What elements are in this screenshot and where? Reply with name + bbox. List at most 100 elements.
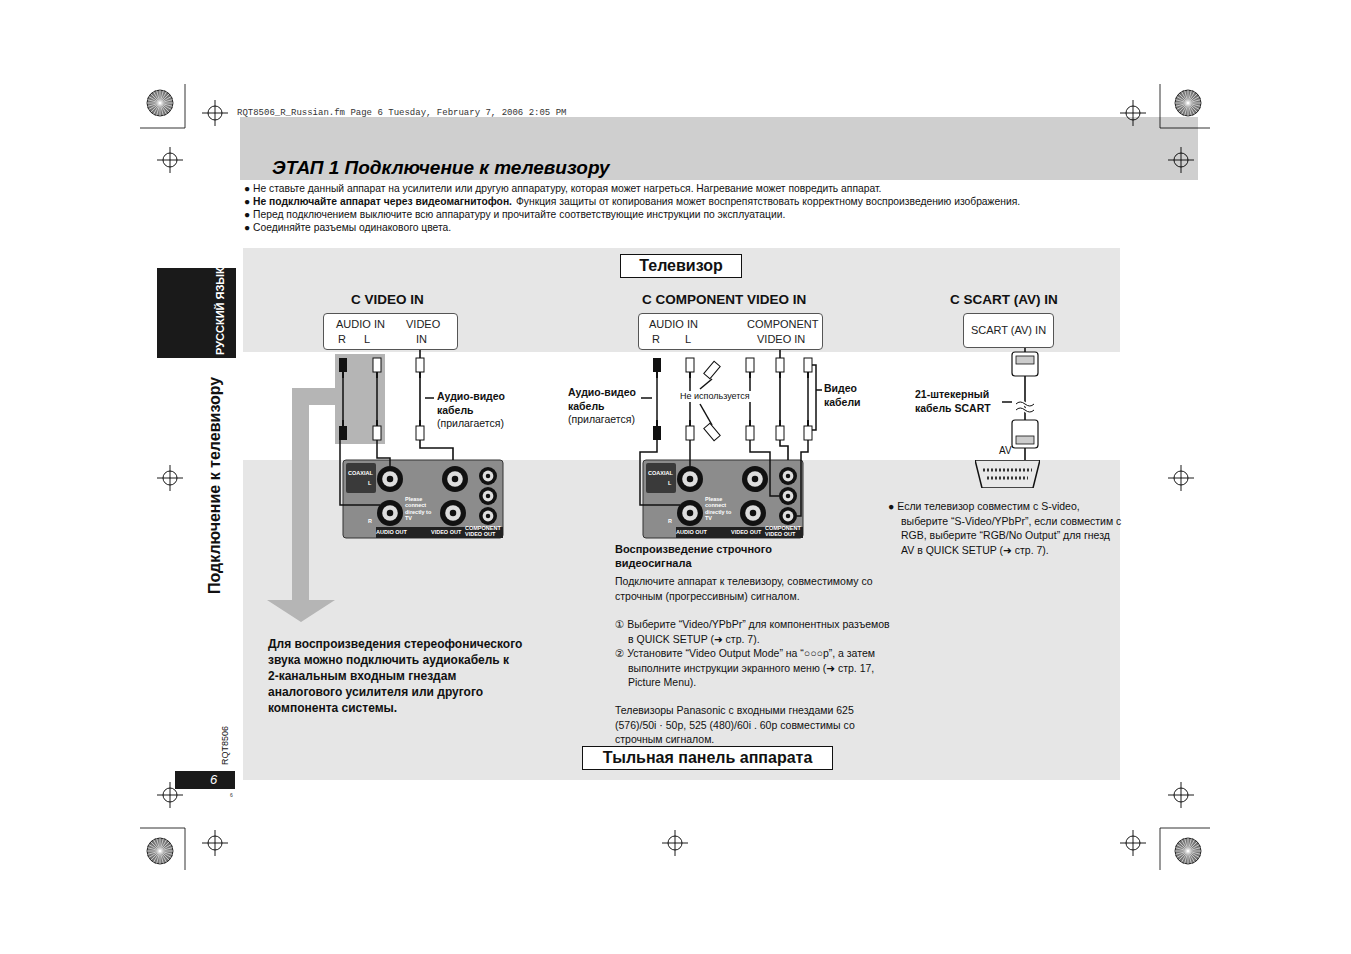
header-band [240,117,1198,180]
tv-jack-panel: AUDIO INRLCOMPONENTVIDEO IN [638,313,823,350]
registration-mark [675,830,676,856]
registration-mark [1181,782,1182,808]
node-text: L [368,480,371,486]
scart-plugs [1012,352,1038,448]
print-slug: RQT8506_R_Russian.fm Page 6 Tuesday, Feb… [237,108,566,119]
unit-back-panel: COAXIALLRPlease connect directly to TVAU… [343,460,503,538]
column-heading: C VIDEO IN [351,292,424,309]
color-target [160,103,163,116]
illustration-part [1002,401,1012,403]
color-target [149,851,160,858]
illustration-part [1160,84,1161,128]
color-target [157,90,160,103]
color-target [1188,97,1199,104]
node-text: COMPONENT VIDEO OUT [465,525,503,538]
node-text: Please connect directly to TV [705,496,739,521]
node-text: AUDIO IN [336,318,385,330]
page-number: 6 [210,772,217,788]
registration-mark [1181,147,1182,173]
bullet-note: ● Соединяйте разъемы одинакового цвета. [244,222,451,235]
page-number-bar [175,771,235,789]
illustration-part [656,378,658,420]
body-text: Подключите аппарат к телевизору, совмест… [615,574,877,603]
illustration-part [376,378,378,420]
scart-socket-outline [975,460,1040,488]
color-target [1175,851,1188,854]
registration-mark [170,465,171,491]
node-text: R [338,333,346,345]
node-text: SCART (AV) IN [971,324,1046,338]
illustration-part [1016,356,1034,364]
color-target [1182,92,1189,103]
page-number: 6 [230,792,233,798]
registration-marks [147,90,1201,864]
node-text: COMPONENT [747,318,819,330]
registration-mark [215,830,216,856]
side-tab [157,268,236,358]
color-target [160,103,167,114]
color-target [1188,103,1195,114]
color-target [1175,838,1201,864]
color-target [147,851,160,854]
node-text: L [685,333,691,345]
illustration-part [653,358,661,378]
illustration-part [776,358,784,378]
illustration-part [373,420,381,440]
illustration-part [704,361,720,378]
illustration-part [686,420,694,440]
color-target [160,97,171,104]
body-text: Телевизоры Panasonic с входными гнездами… [615,703,877,747]
illustration-part [1160,828,1161,870]
illustration-part [746,420,754,440]
illustration-part [1016,402,1034,412]
tv-scart-panel: SCART (AV) IN [963,313,1054,348]
illustration-part [339,420,347,440]
illustration-part [797,440,808,516]
tv-jack-panel: AUDIO INRLVIDEOIN [323,313,458,350]
color-target [160,851,167,862]
color-target [147,838,173,864]
registration-mark [170,782,171,808]
illustration-part [640,440,680,505]
cable-label: Аудио-видео кабель [437,390,519,417]
crop-lines [140,84,1210,870]
node-text: Тыльная панель аппарата [603,748,813,768]
node-text: AUDIO OUT [376,529,407,535]
node-text: VIDEO OUT [431,529,461,535]
node-text: R [652,333,660,345]
color-target [1182,840,1189,851]
registration-mark [170,147,171,173]
node-text: VIDEO IN [757,333,805,345]
node-text: VIDEO OUT [731,529,761,535]
illustration-part [700,379,712,389]
illustration-part [1160,128,1210,129]
node-text: Please connect directly to TV [405,496,439,521]
main-panel [243,248,1120,780]
illustration-part [804,420,812,440]
node-text: Телевизор [639,256,723,276]
color-target [149,103,160,110]
node-text: COMPONENT VIDEO OUT [765,525,803,538]
illustration-part [1012,352,1038,376]
cable-label: (прилагается) [437,417,504,431]
illustration-part [416,420,424,440]
subheading: Воспроизведение строчного видеосигнала [615,542,825,570]
bullet-note: ● Не ставьте данный аппарат на усилители… [244,183,881,196]
color-target [160,100,173,103]
node-text: VIDEO [406,318,440,330]
node-text: AV [999,445,1012,458]
illustration-part [425,397,434,399]
color-target [147,103,160,106]
color-target [1177,851,1188,858]
node-text: R [368,518,372,524]
illustration-part [1016,402,1034,412]
column-heading: C COMPONENT VIDEO IN [642,292,806,309]
illustration-part [416,358,424,378]
color-target [1188,103,1191,116]
color-target [160,845,171,852]
back-panel-heading-box: Тыльная панель аппарата [582,746,833,770]
